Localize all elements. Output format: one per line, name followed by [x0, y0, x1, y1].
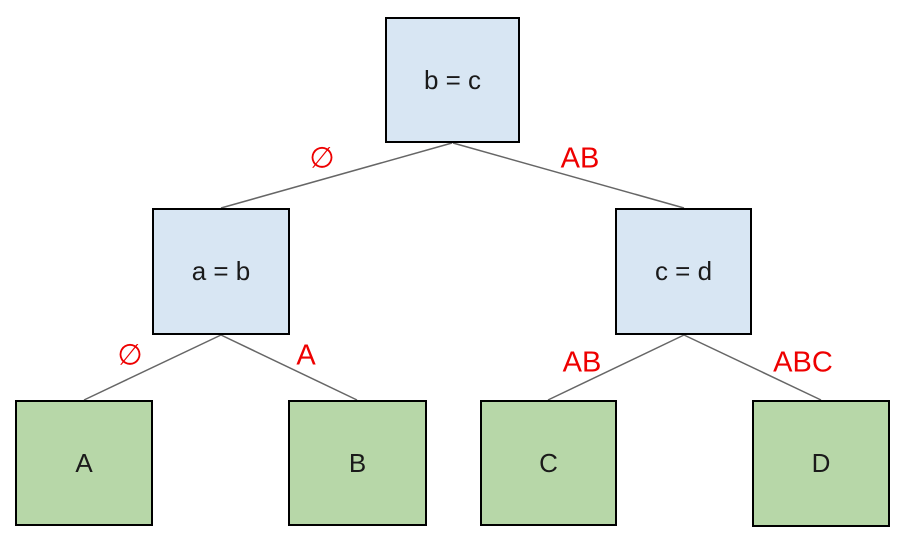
edge-label-right-leaf-d: ABC: [773, 346, 833, 379]
edge-line-root-right: [452, 142, 685, 209]
node-label: c = d: [654, 256, 713, 286]
node-label: B: [348, 447, 367, 478]
edge-line-left-leaf-a: [83, 334, 222, 401]
edge-label-left-leaf-b: A: [296, 339, 316, 372]
decision-node-right: c = d: [615, 208, 752, 335]
edge-line-left-leaf-b: [220, 334, 358, 401]
leaf-node-b: B: [288, 400, 427, 526]
leaf-node-c: C: [480, 400, 617, 526]
decision-node-left: a = b: [152, 208, 290, 335]
edge-label-root-right: AB: [560, 142, 600, 175]
edge-label-right-leaf-c: AB: [562, 346, 602, 379]
node-label: b = c: [423, 64, 482, 95]
node-label: a = b: [191, 256, 251, 286]
decision-node-root: b = c: [385, 17, 520, 143]
leaf-node-d: D: [752, 400, 890, 527]
edge-line-root-left: [220, 142, 453, 209]
node-label: A: [75, 447, 93, 478]
edge-line-right-leaf-c: [547, 334, 685, 401]
edge-label-left-leaf-a: ∅: [117, 339, 143, 372]
node-label: C: [539, 447, 558, 478]
edge-line-right-leaf-d: [683, 334, 822, 401]
leaf-node-a: A: [15, 400, 153, 526]
edge-label-root-left: ∅: [309, 142, 335, 175]
node-label: D: [811, 448, 831, 478]
